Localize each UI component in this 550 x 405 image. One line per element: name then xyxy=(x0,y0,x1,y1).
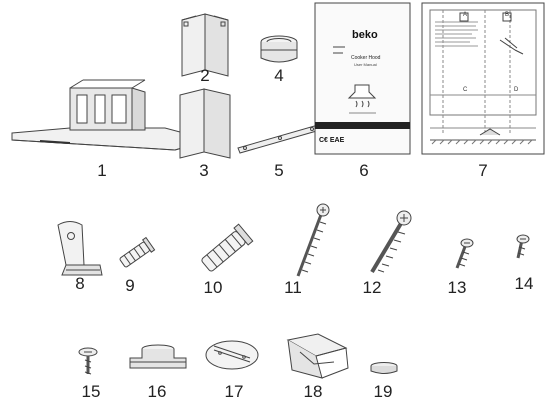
manual-title: Cooker Hood xyxy=(351,55,381,61)
template-mark-c: C xyxy=(463,87,468,93)
part-number-2: 2 xyxy=(200,66,210,85)
wall-hook-drawing xyxy=(57,221,103,276)
bracket-clamp-drawing xyxy=(286,333,349,379)
part-number-15: 15 xyxy=(81,382,101,401)
short-screw-drawing xyxy=(516,234,530,259)
flange-screw-drawing xyxy=(78,347,98,375)
large-wall-plug-drawing xyxy=(201,223,254,272)
manual-brand: beko xyxy=(352,29,378,41)
manual-subtitle: User Manual xyxy=(354,62,377,67)
cooker-hood-drawing xyxy=(11,79,212,151)
part-number-9: 9 xyxy=(125,276,135,295)
template-mark-d: D xyxy=(514,87,519,93)
part-number-10: 10 xyxy=(203,278,223,297)
part-number-19: 19 xyxy=(373,382,393,401)
air-outlet-ring-drawing xyxy=(260,35,298,63)
damper-flap-drawing xyxy=(129,344,187,369)
part-number-8: 8 xyxy=(75,274,85,293)
part-number-14: 14 xyxy=(514,274,534,293)
part-number-6: 6 xyxy=(359,161,369,180)
part-number-11: 11 xyxy=(284,278,302,297)
part-number-7: 7 xyxy=(478,161,488,180)
part-number-1: 1 xyxy=(97,161,107,180)
chimney-bracket-drawing xyxy=(237,124,321,154)
part-number-4: 4 xyxy=(274,66,284,85)
mounting-plate-drawing xyxy=(205,340,259,370)
user-manual-drawing xyxy=(314,2,411,155)
template-mark-a: A xyxy=(463,12,468,18)
part-number-18: 18 xyxy=(303,382,323,401)
cap-drawing xyxy=(370,362,398,374)
small-wall-plug-drawing xyxy=(119,236,156,268)
manual-marks: C€ EAE xyxy=(319,137,345,144)
part-number-16: 16 xyxy=(147,382,167,401)
template-mark-b: B xyxy=(505,12,510,18)
part-number-5: 5 xyxy=(274,161,284,180)
mounting-template-drawing xyxy=(421,2,545,155)
part-number-12: 12 xyxy=(362,278,382,297)
part-number-13: 13 xyxy=(447,278,467,297)
lower-chimney-drawing xyxy=(179,88,231,159)
part-number-17: 17 xyxy=(224,382,244,401)
upper-chimney-drawing xyxy=(181,13,229,77)
long-screw-large-drawing xyxy=(370,210,412,274)
part-number-3: 3 xyxy=(199,161,209,180)
medium-screw-drawing xyxy=(455,238,474,269)
long-screw-drawing xyxy=(296,203,330,277)
